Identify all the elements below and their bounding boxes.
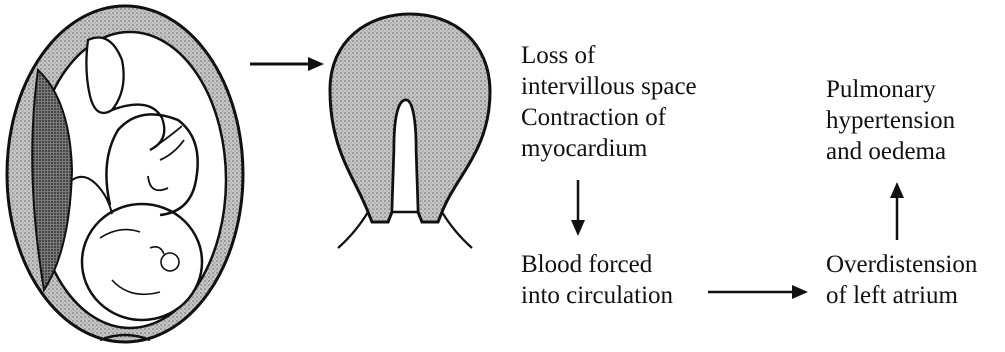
heart-ventricle-illustration bbox=[330, 14, 490, 248]
pulmonary-hypertension-text: Pulmonary hypertension and oedema bbox=[826, 74, 955, 167]
arrow-down bbox=[571, 180, 585, 236]
loss-of-intervillous-space-text: Loss of intervillous space Contraction o… bbox=[521, 40, 697, 164]
blood-forced-text: Blood forced into circulation bbox=[521, 249, 673, 311]
overdistension-text: Overdistension of left atrium bbox=[826, 249, 977, 311]
arrow-to-heart bbox=[250, 57, 324, 71]
arrow-right bbox=[708, 285, 808, 299]
uterus-fetus-illustration bbox=[7, 6, 243, 342]
arrow-up bbox=[890, 182, 904, 240]
